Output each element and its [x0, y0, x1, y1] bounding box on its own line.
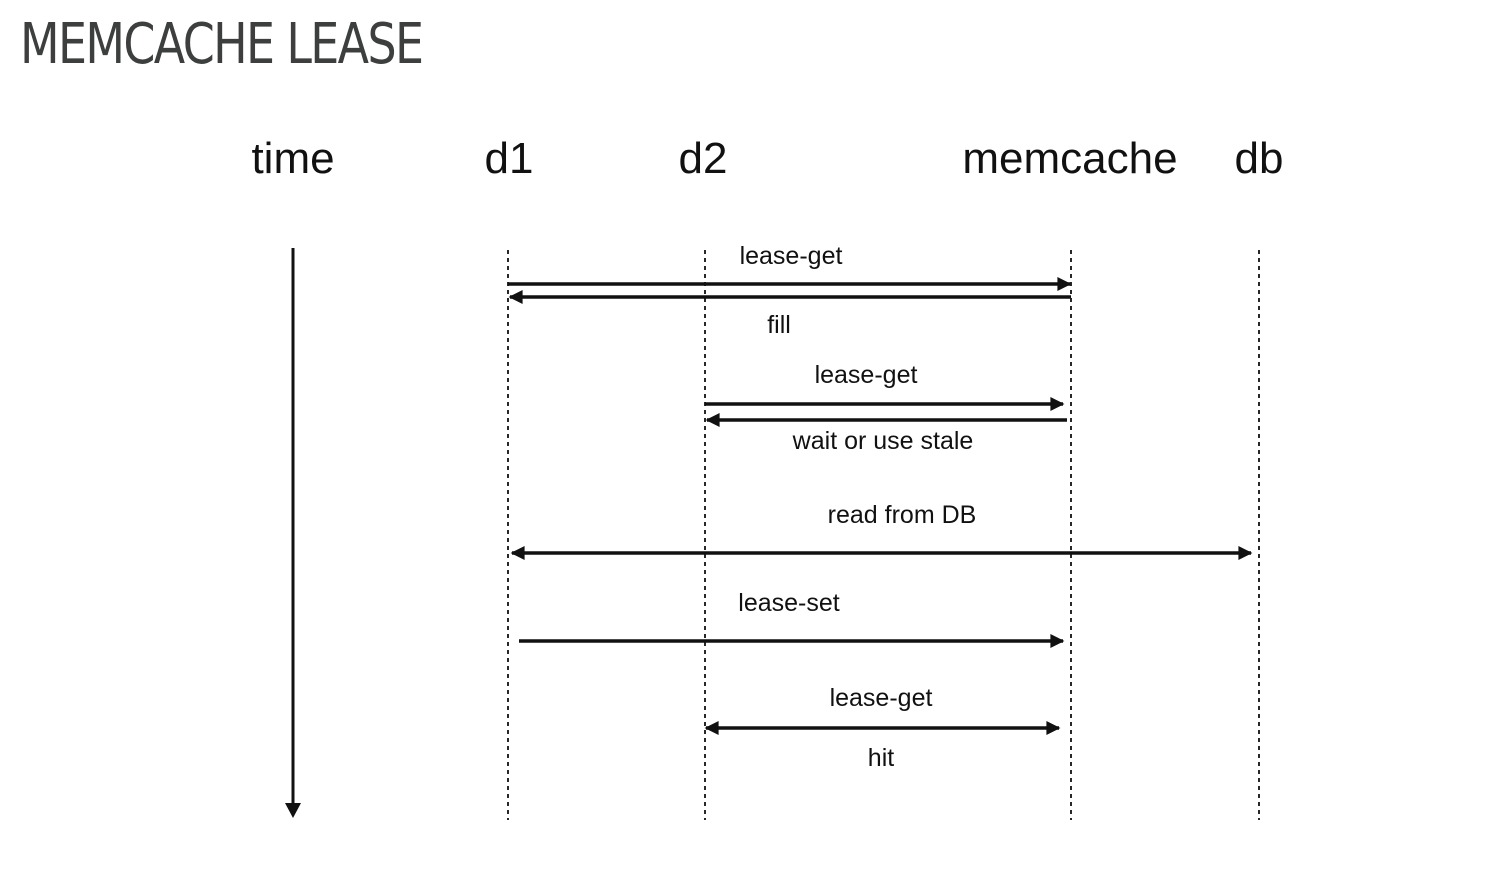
- header-time: time: [251, 134, 335, 183]
- label-fill: fill: [767, 311, 791, 339]
- header-memcache: memcache: [962, 134, 1178, 183]
- label-lease-set: lease-set: [738, 589, 840, 617]
- label-read-from-db: read from DB: [827, 501, 977, 529]
- label-lease-get-d2: lease-get: [814, 361, 918, 389]
- label-wait-or-use-stale: wait or use stale: [792, 427, 974, 455]
- header-d1: d1: [484, 134, 534, 183]
- slide-title: MEMCACHE LEASE: [20, 12, 424, 77]
- time-axis-arrowhead: [285, 803, 301, 818]
- header-db: db: [1234, 134, 1284, 183]
- header-d2: d2: [678, 134, 728, 183]
- label-lease-get-d1: lease-get: [739, 242, 843, 270]
- label-hit: hit: [867, 744, 895, 772]
- label-lease-get-final: lease-get: [829, 684, 933, 712]
